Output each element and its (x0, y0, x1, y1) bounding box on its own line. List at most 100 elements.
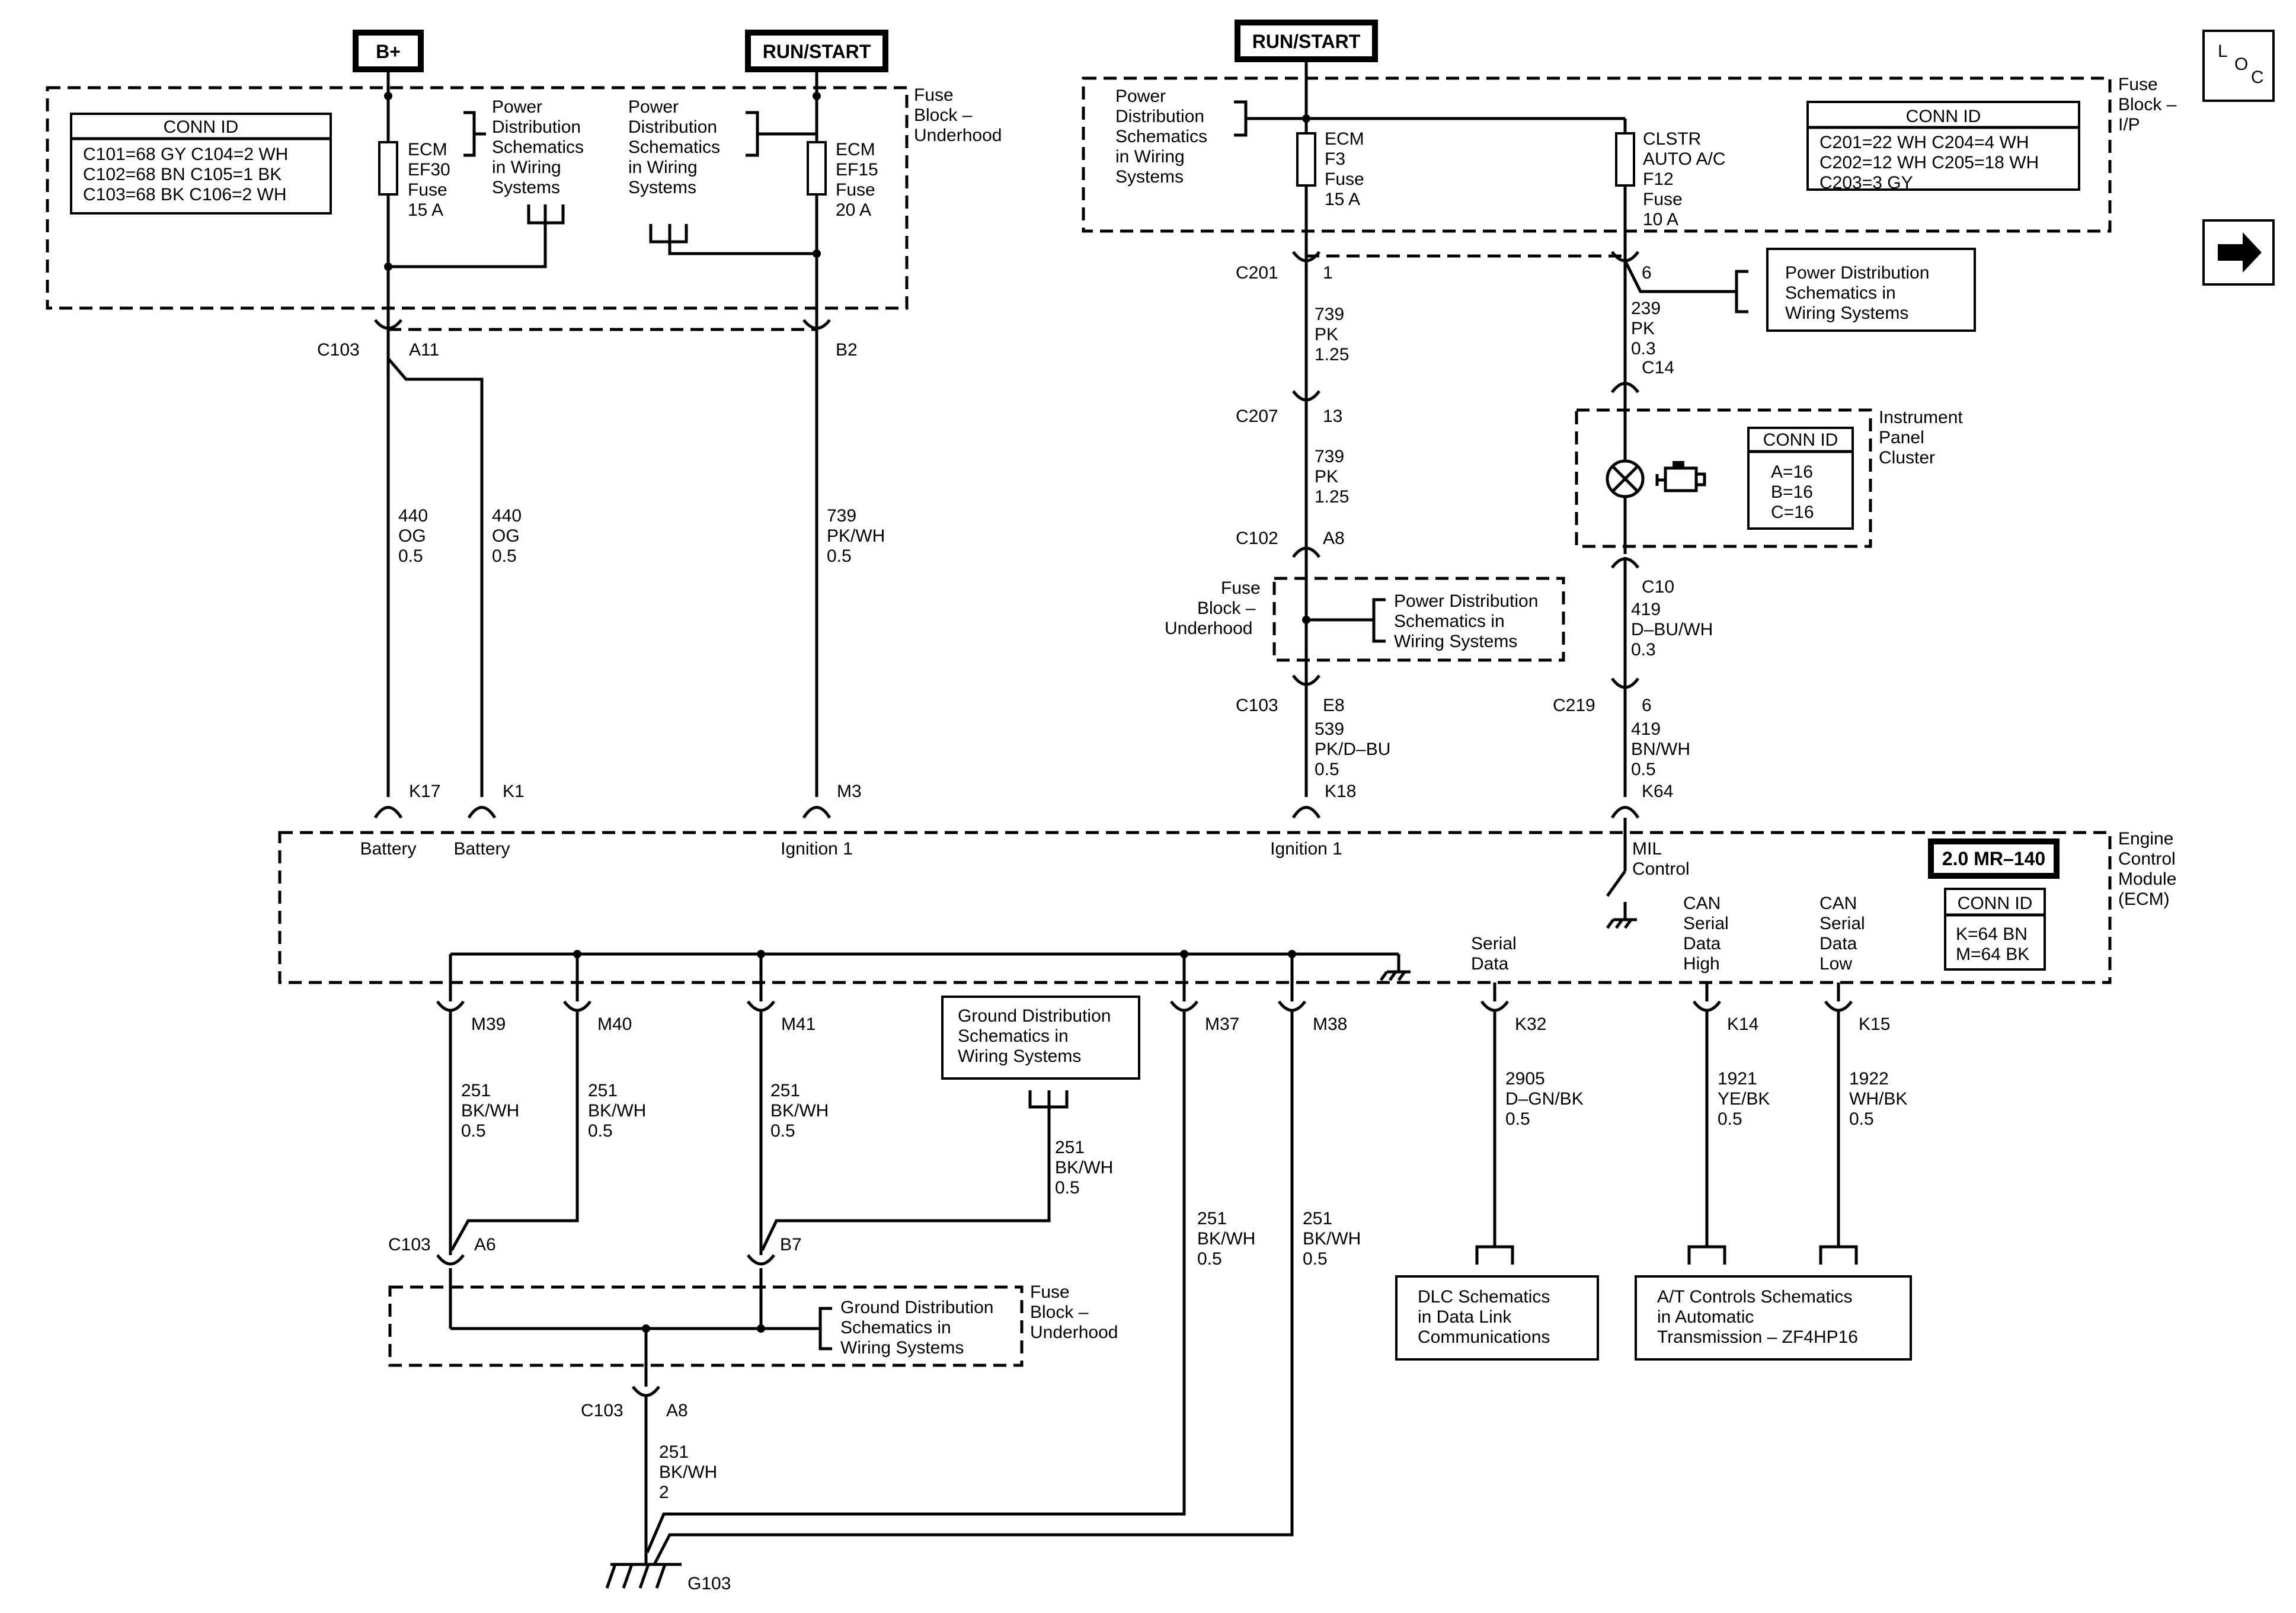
wire-label: 251 (1197, 1209, 1227, 1228)
instrument-panel-cluster-outline (1575, 408, 1872, 548)
wire-label: BN/WH (1631, 740, 1690, 759)
fuse-block-underhood-bottom (388, 1285, 1024, 1367)
wire-label: WH/BK (1849, 1089, 1907, 1109)
ecm-label: Module (2118, 869, 2176, 889)
wire-label: 251 (659, 1442, 689, 1462)
wire-label: 0.5 (461, 1121, 486, 1141)
conn-id-row: C203=3 GY (1819, 173, 1913, 193)
check-engine-icon (1655, 461, 1706, 492)
wire-label: 440 (398, 506, 428, 526)
wire-label: OG (398, 526, 426, 546)
pin-label: K64 (1642, 782, 1673, 801)
gds-label: Schematics in (958, 1026, 1069, 1046)
pds-label: Power (492, 97, 542, 117)
pds-label: Schematics in (1394, 612, 1505, 631)
connector-c103-b7 (746, 1254, 776, 1266)
gds-box-top (941, 996, 1140, 1080)
gds-label: Wiring Systems (840, 1338, 964, 1358)
pin-label: M40 (597, 1014, 632, 1034)
pin-label: K15 (1859, 1014, 1890, 1034)
wire-label: 539 (1315, 719, 1344, 739)
run-start-source-left (745, 30, 888, 72)
wire-label: 0.5 (1718, 1109, 1742, 1129)
wire-label: 0.3 (1631, 339, 1656, 359)
fuse-block-label: Block – (1197, 599, 1256, 618)
pds-label: Distribution (628, 117, 717, 137)
conn-id-row: A=16 (1771, 462, 1813, 482)
fuse-label: ECM (408, 140, 447, 159)
ecm-pin-m40 (562, 1000, 592, 1012)
fuse-label: ECM (1325, 129, 1364, 149)
conn-id-row: K=64 BN (1956, 924, 2028, 944)
ecm-pin-name: Data (1819, 934, 1857, 953)
ecm-pin-name: CAN (1683, 894, 1721, 913)
pds-label: in Wiring (1115, 147, 1185, 167)
wire-label: 0.5 (1055, 1178, 1080, 1198)
pds-label: Schematics (492, 137, 584, 157)
wire-label: BK/WH (1197, 1229, 1255, 1249)
wire-label: 0.5 (1315, 760, 1339, 779)
wire-label: OG (492, 526, 520, 546)
dlc-label: Communications (1418, 1327, 1550, 1347)
connector-c14 (1610, 382, 1640, 393)
b-plus-label: B+ (376, 41, 401, 62)
wire-label: 251 (461, 1081, 491, 1100)
pin-label: B7 (780, 1235, 802, 1254)
loc-glyph: O (2234, 55, 2248, 74)
fuse-block-label: Underhood (1030, 1323, 1118, 1342)
wire-label: 0.5 (398, 546, 423, 566)
fuse-block-label: Fuse (2118, 75, 2158, 94)
pin-label: M41 (781, 1014, 816, 1034)
arrow-right-icon (2218, 232, 2262, 273)
fuse-label: 20 A (836, 200, 871, 220)
fuse-label: EF15 (836, 160, 878, 180)
fuse-block-label-3: Underhood (914, 126, 1002, 145)
fuse-label: EF30 (408, 160, 450, 180)
wire-label: PK (1631, 319, 1655, 338)
pds-label: Schematics (628, 137, 720, 157)
connector-c219 (1610, 677, 1640, 689)
fuse-ef15 (807, 141, 827, 196)
wire-label: 419 (1631, 600, 1661, 619)
connector-label: C103 (388, 1235, 431, 1254)
fuse-block-label: Underhood (1165, 619, 1252, 638)
wire-label: PK (1315, 325, 1338, 344)
fuse-label: 10 A (1643, 210, 1678, 229)
conn-id-row: B=16 (1771, 482, 1813, 502)
at-label: Transmission – ZF4HP16 (1657, 1327, 1858, 1347)
wire-label: D–GN/BK (1505, 1089, 1584, 1109)
pds-label: Power (1115, 87, 1166, 106)
wire-label: 251 (1303, 1209, 1332, 1228)
fuse-block-label-1: Fuse (914, 85, 954, 105)
wire-label: 0.5 (770, 1121, 795, 1141)
conn-id-table-ecm (1944, 888, 2046, 971)
at-label: in Automatic (1657, 1307, 1754, 1327)
pin-label: M39 (471, 1014, 506, 1034)
pds-label: Power Distribution (1394, 591, 1538, 611)
pds-label: Systems (492, 178, 560, 197)
wire-label: 1921 (1718, 1069, 1757, 1089)
dlc-schematics-box (1395, 1275, 1599, 1361)
pin-label: K32 (1515, 1014, 1546, 1034)
pds-label: Power Distribution (1785, 263, 1929, 283)
gds-label: Wiring Systems (958, 1046, 1081, 1066)
wire-label: YE/BK (1718, 1089, 1770, 1109)
b-plus-source (353, 30, 424, 72)
pds-label: in Wiring (628, 158, 698, 177)
pin-label: E8 (1323, 696, 1345, 715)
conn-id-table-ipc (1747, 427, 1854, 530)
connector-label: C102 (1236, 529, 1278, 548)
ecm-pin-name: Battery (453, 839, 510, 859)
pds-label: Wiring Systems (1394, 632, 1517, 651)
pds-label: Distribution (492, 117, 581, 137)
wire-label: 2 (659, 1483, 669, 1502)
wire-label: 251 (770, 1081, 800, 1100)
connector-label: C103 (317, 340, 360, 360)
wire-label: BK/WH (1303, 1229, 1361, 1249)
wire-label: 440 (492, 506, 522, 526)
wire-label: 0.5 (1849, 1109, 1874, 1129)
fuse-block-label: Fuse (1030, 1282, 1070, 1302)
conn-id-table-left (70, 113, 332, 215)
pin-label: B2 (836, 340, 858, 360)
location-icon[interactable] (2202, 30, 2275, 102)
